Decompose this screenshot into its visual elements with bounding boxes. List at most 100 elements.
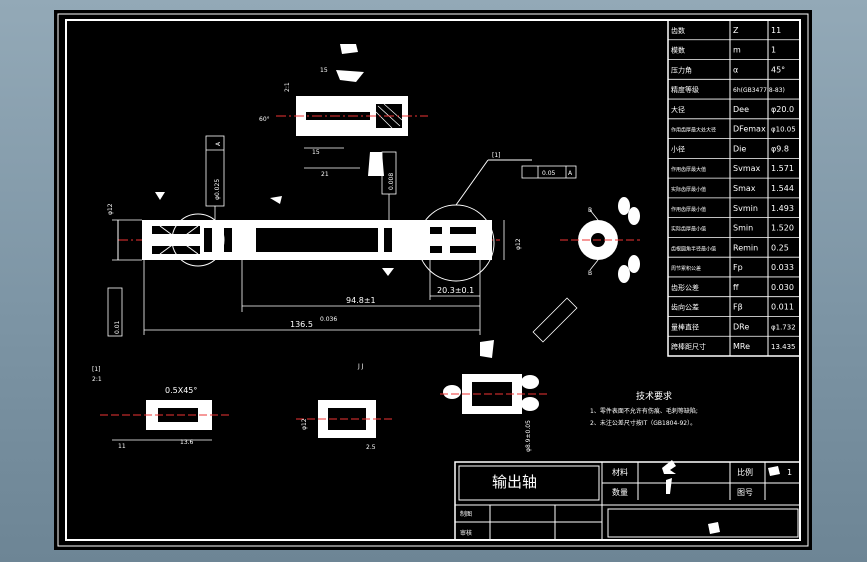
tech-requirements: 技术要求 1、零件表面不允许有伤痕、毛刺等缺陷; 2、未注公差尺寸按IT（GB1… <box>590 390 698 427</box>
table-param-name: 大径 <box>671 105 685 114</box>
table-param-symbol: Smax <box>733 184 756 193</box>
tech-req-title: 技术要求 <box>636 390 672 402</box>
detail-mark <box>480 340 494 358</box>
drawn-label: 制图 <box>460 510 472 518</box>
table-param-value: 1.493 <box>771 204 794 213</box>
dim-136: 136.5 <box>290 320 313 329</box>
drawing-sheet <box>54 10 812 550</box>
table-param-symbol: Die <box>733 144 746 153</box>
dim-94: 94.8±1 <box>346 296 376 305</box>
table-param-value: 45° <box>771 65 785 74</box>
detail-view-left: [1] 2:1 0.5X45° 11 13.6 <box>92 366 232 450</box>
table-param-name: 跨棒距尺寸 <box>671 342 706 351</box>
table-param-symbol: Dee <box>733 105 749 114</box>
table-param-value: 0.030 <box>771 283 794 292</box>
quantity-mark <box>666 478 672 494</box>
table-param-name: 小径 <box>671 144 685 153</box>
arrow-left <box>155 192 165 200</box>
tech-req-item-1: 1、零件表面不允许有伤痕、毛刺等缺陷; <box>590 407 698 415</box>
stamp-mark <box>708 522 720 534</box>
table-param-symbol: MRe <box>733 342 750 351</box>
table-param-value: φ20.0 <box>771 105 794 114</box>
datum-triangle <box>382 268 394 276</box>
scale-mark <box>768 466 780 476</box>
dim-20: 20.3±0.1 <box>437 286 474 295</box>
tol-005: 0.05 <box>542 170 556 177</box>
table-param-name: 齿数 <box>671 26 685 35</box>
keyway-mark-2 <box>336 70 364 82</box>
table-param-symbol: ff <box>733 283 739 292</box>
dim-89: φ8.9±0.05 <box>525 420 532 452</box>
tol-a-2: A <box>568 170 573 177</box>
table-param-symbol: Fp <box>733 263 743 272</box>
table-param-name: 齿形公差 <box>671 283 699 292</box>
arrow-mid <box>270 196 282 204</box>
dim-d12-center: φ12 <box>301 418 308 430</box>
spline-end-view: B B <box>532 197 640 343</box>
dim-21: 21 <box>321 171 329 178</box>
table-param-symbol: 6h(GB3477.8-83) <box>733 87 785 94</box>
table-param-symbol: m <box>733 46 741 55</box>
dim-chamfer: 0.5X45° <box>165 386 197 395</box>
keyway-label: 2:1 <box>284 82 291 92</box>
tol-0025: φ0.025 <box>214 179 221 200</box>
table-param-value: 13.435 <box>771 343 796 351</box>
checked-label: 审核 <box>460 529 472 537</box>
dim-25: 2.5 <box>366 444 376 451</box>
table-param-value: φ10.05 <box>771 126 796 134</box>
table-param-value: 1.520 <box>771 224 794 233</box>
table-param-symbol: Svmin <box>733 204 758 213</box>
detail-view-right: φ8.9±0.05 <box>440 340 550 452</box>
table-param-name: 作用齿厚最小值 <box>671 206 706 213</box>
title-block: 输出轴 材料 数量 比例 1 图号 制图 审核 <box>454 460 801 541</box>
table-param-value: φ9.8 <box>771 144 789 153</box>
table-param-symbol: DFemax <box>733 125 766 134</box>
dim-d12-left: φ12 <box>107 203 114 215</box>
table-param-symbol: α <box>733 65 738 74</box>
table-param-name: 齿向公差 <box>671 303 699 312</box>
table-param-value: 1 <box>771 46 776 55</box>
table-param-value: 1.571 <box>771 164 794 173</box>
keyway-section: 2:1 60° 15 15 21 <box>259 44 428 178</box>
spline-table: 齿数 Z 11 模数 m 1 压力角 α 45° 精度等级 6h(GB3477.8-83) 大径 Dee… <box>667 19 801 357</box>
table-param-name: 作用齿厚最大值 <box>671 166 706 173</box>
b-label-1: B <box>588 207 592 214</box>
table-param-symbol: Smin <box>733 224 753 233</box>
table-param-symbol: DRe <box>733 322 749 331</box>
table-param-name: 周节累积公差 <box>671 265 701 272</box>
dim-11: 11 <box>118 443 126 450</box>
detail-view-center: J J φ12 2.5 <box>296 363 392 451</box>
table-param-value: 0.033 <box>771 263 794 272</box>
part-name: 输出轴 <box>492 473 537 491</box>
dim-60: 60° <box>259 116 270 123</box>
table-param-name: 实际齿厚最小值 <box>671 226 706 233</box>
scale-value: 1 <box>787 468 792 477</box>
dim-136-tol: 0.036 <box>320 316 337 323</box>
tech-req-item-2: 2、未注公差尺寸按IT（GB1804-92）。 <box>590 419 696 427</box>
table-param-value: 1.544 <box>771 184 794 193</box>
tol-001: 0.01 <box>114 320 121 334</box>
dim-15-bottom: 15 <box>312 149 320 156</box>
drawing-no-label: 图号 <box>737 488 753 497</box>
dim-d12-right: φ12 <box>515 238 522 250</box>
material-label: 材料 <box>612 467 628 477</box>
table-param-name: 精度等级 <box>671 85 699 94</box>
table-param-symbol: Fβ <box>733 303 743 312</box>
table-param-name: 实际齿厚最小值 <box>671 186 706 193</box>
table-param-value: 11 <box>771 26 781 35</box>
table-param-name: 压力角 <box>671 65 692 74</box>
table-param-name: 作用齿厚最大处大径 <box>671 127 716 134</box>
dim-136b: 13.6 <box>180 439 194 446</box>
tol-mark <box>368 152 384 176</box>
detail-label-1: [1] <box>492 152 501 159</box>
table-param-name: 齿根圆角半径最小值 <box>671 245 716 252</box>
table-param-value: 0.011 <box>771 303 794 312</box>
table-param-symbol: Z <box>733 26 739 35</box>
detail-label-jj: J J <box>357 363 364 370</box>
table-param-name: 模数 <box>671 46 685 55</box>
material-mark <box>662 460 676 474</box>
outer-frame <box>57 13 809 547</box>
dim-15-top: 15 <box>320 67 328 74</box>
table-param-value: 0.25 <box>771 243 789 252</box>
b-label-2: B <box>588 270 592 277</box>
